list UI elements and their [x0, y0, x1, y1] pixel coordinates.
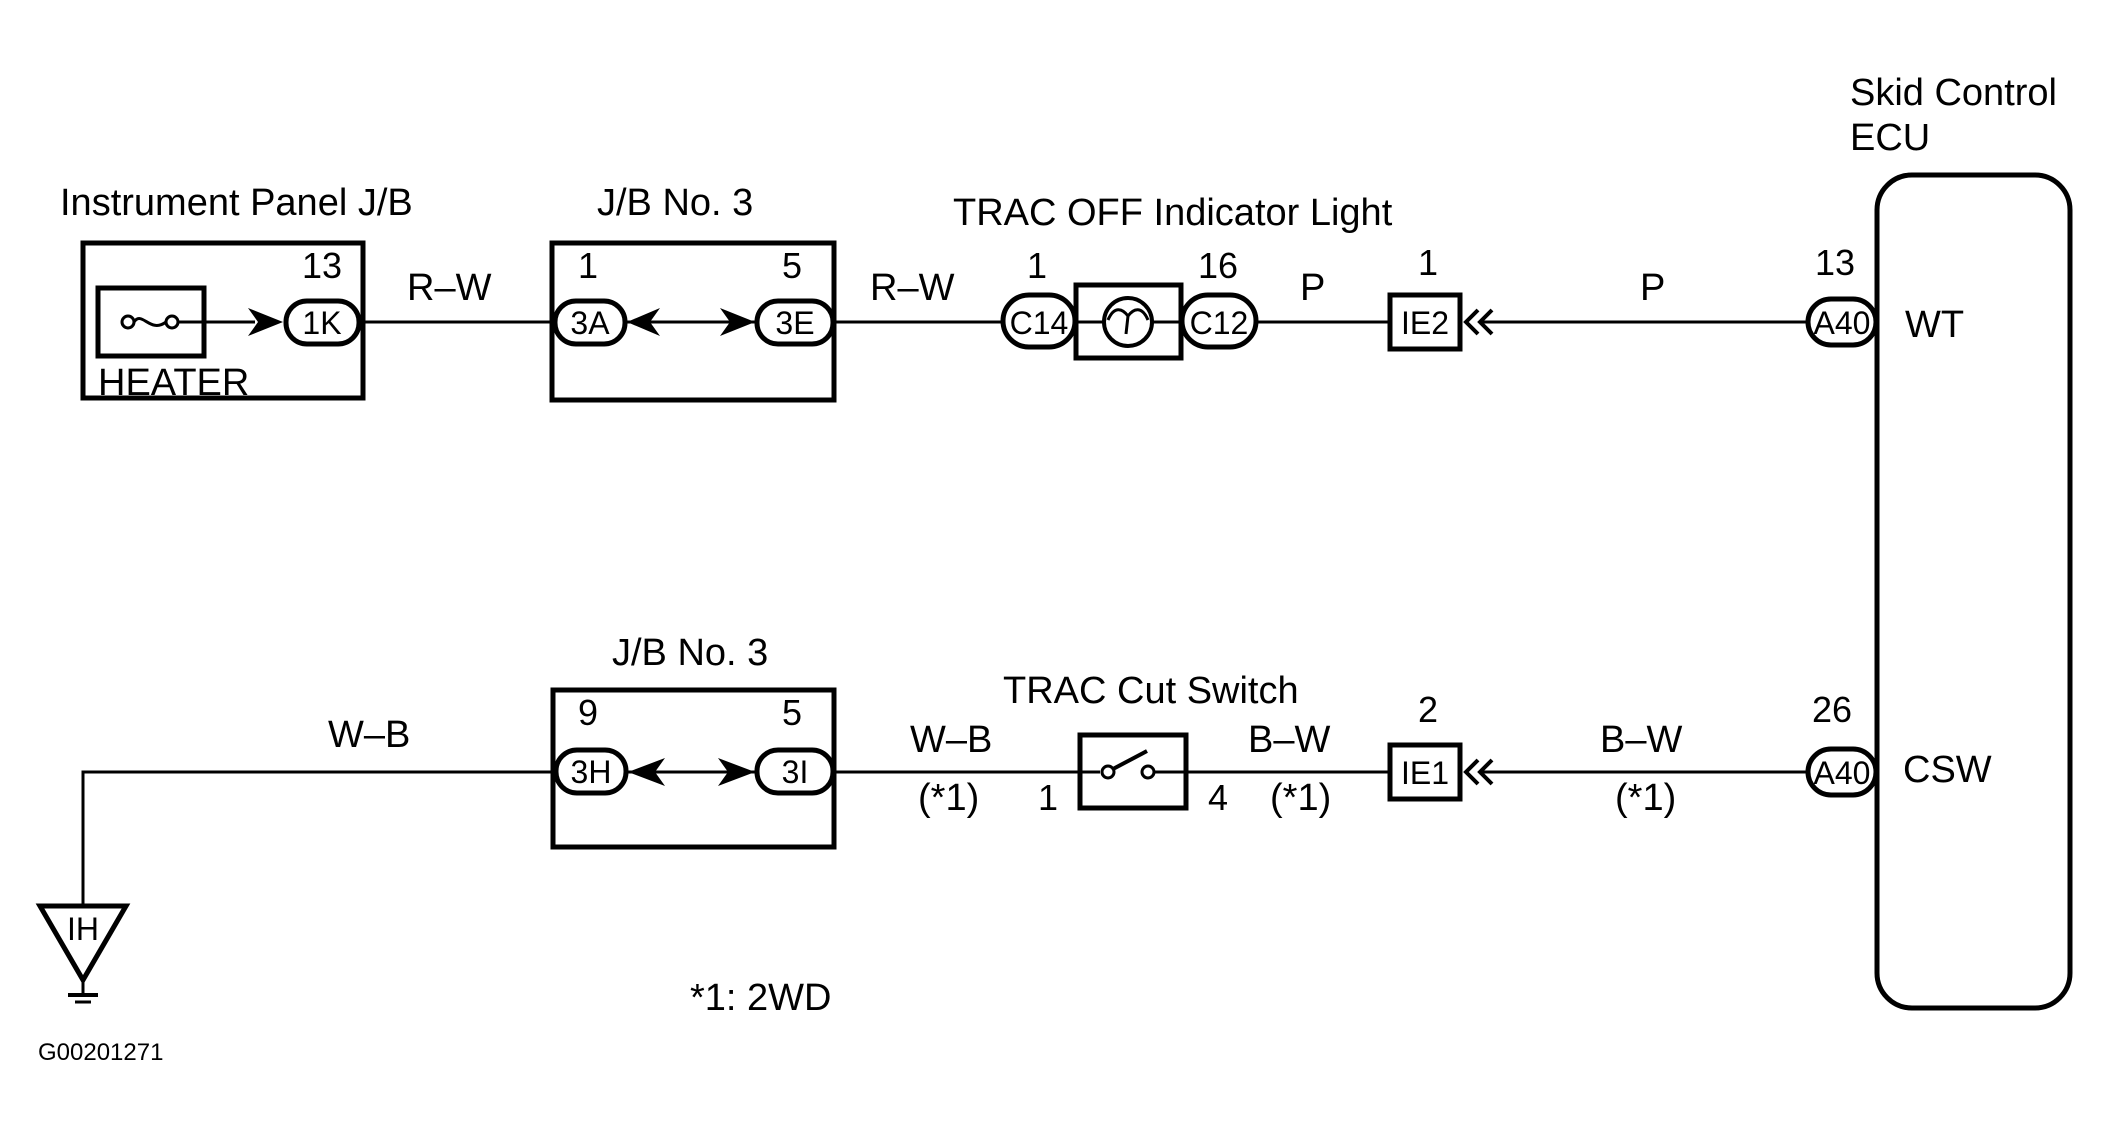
fuse-icon [120, 314, 180, 330]
pin-number: 1 [1038, 777, 1058, 818]
connector-1k [283, 298, 362, 347]
pin-number: 1 [1027, 245, 1047, 286]
pin-number: 1 [1418, 242, 1438, 283]
wire-w-b-ground [81, 770, 555, 905]
bulb-icon [1102, 296, 1154, 348]
connector-3e [754, 298, 836, 347]
pin-number: 9 [578, 692, 598, 733]
junction-connector-ie1 [1387, 742, 1463, 802]
connector-3i [754, 747, 836, 796]
wire-note-label: (*1) [918, 777, 979, 819]
indicator-title: TRAC OFF Indicator Light [953, 192, 1393, 234]
pin-number: 5 [782, 692, 802, 733]
heater-fuse-label: HEATER [98, 362, 249, 404]
ground-icon [35, 903, 131, 1004]
wire-note-label: (*1) [1615, 777, 1676, 819]
pin-number: 13 [1815, 242, 1855, 283]
connector-a40-wt [1805, 296, 1879, 348]
wire-color-label: P [1300, 267, 1325, 309]
pin-number: 13 [302, 245, 342, 286]
connector-arrow-icon [718, 758, 755, 786]
pin-number: 16 [1198, 245, 1238, 286]
wire-note-label: (*1) [1270, 777, 1331, 819]
pin-number: 2 [1418, 689, 1438, 730]
connector-label: A40 [1814, 305, 1871, 341]
pin-number: 26 [1812, 689, 1852, 730]
footnote: *1: 2WD [690, 977, 831, 1019]
ecu-terminal-csw: CSW [1903, 749, 1992, 791]
pin-number: 4 [1208, 777, 1228, 818]
connector-label: A40 [1814, 755, 1871, 791]
connector-label: IE1 [1401, 755, 1449, 791]
connector-label: 3H [571, 754, 612, 790]
wire-color-label: B–W [1248, 719, 1330, 761]
figure-id: G00201271 [38, 1039, 163, 1066]
connector-arrow-icon [720, 308, 755, 336]
connector-label: C12 [1190, 305, 1249, 341]
pin-number: 1 [578, 245, 598, 286]
ecu-title-line2: ECU [1850, 117, 1930, 159]
connector-label: IE2 [1401, 305, 1449, 341]
junction-connector-ie2 [1387, 292, 1463, 352]
wire-color-label: R–W [407, 267, 492, 309]
wire-color-label: W–B [328, 714, 410, 756]
connector-label: C14 [1010, 305, 1069, 341]
connector-label: 1K [302, 305, 341, 341]
ground-point-label: IH [67, 911, 99, 947]
connector-label: 3A [570, 305, 610, 341]
wire-color-label: W–B [910, 719, 992, 761]
connector-arrow-icon [627, 308, 660, 336]
wire-color-label: P [1640, 267, 1665, 309]
connector-arrow-icon [628, 758, 665, 786]
jb3-bottom-title: J/B No. 3 [612, 632, 768, 674]
connector-a40-csw [1805, 746, 1879, 798]
connector-label: 3E [775, 305, 814, 341]
switch-title: TRAC Cut Switch [1003, 670, 1299, 712]
switch-icon [1100, 749, 1156, 780]
jb3-top-title: J/B No. 3 [597, 182, 753, 224]
connector-label: 3I [782, 754, 809, 790]
connector-arrow-icon [248, 308, 283, 336]
instrument-panel-jb-title: Instrument Panel J/B [60, 182, 413, 224]
ecu-terminal-wt: WT [1905, 304, 1964, 346]
skid-control-ecu-box [1874, 172, 2073, 1011]
pin-number: 5 [782, 245, 802, 286]
wire-color-label: B–W [1600, 719, 1682, 761]
wire-color-label: R–W [870, 267, 955, 309]
ecu-title-line1: Skid Control [1850, 72, 2057, 114]
